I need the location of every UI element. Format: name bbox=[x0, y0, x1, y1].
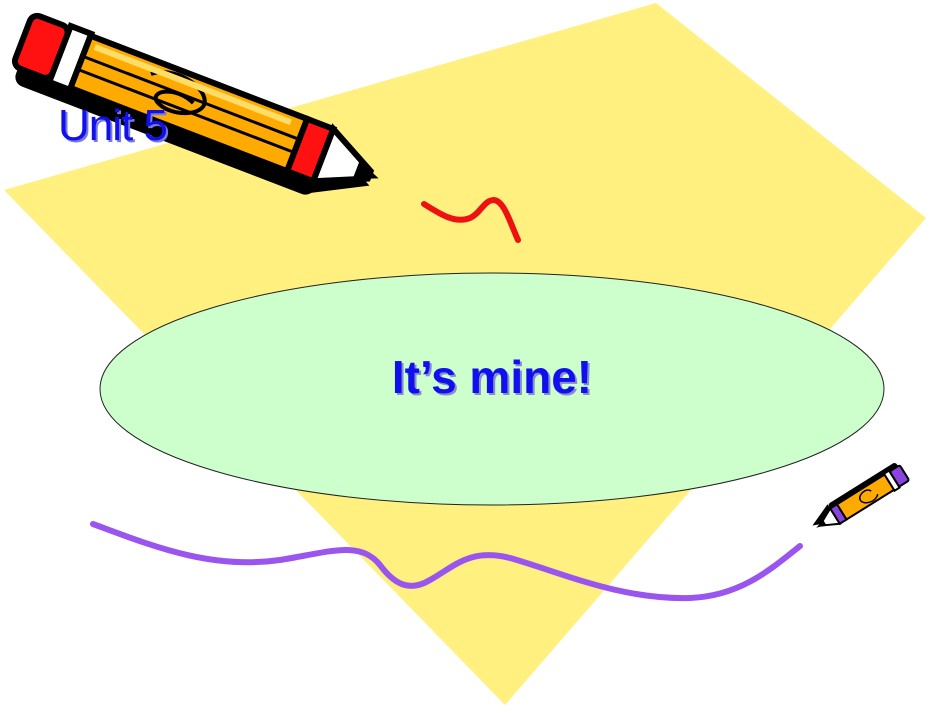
unit-title: Unit 5 bbox=[58, 101, 168, 150]
slide-main-title: It’s mine! bbox=[391, 351, 593, 403]
